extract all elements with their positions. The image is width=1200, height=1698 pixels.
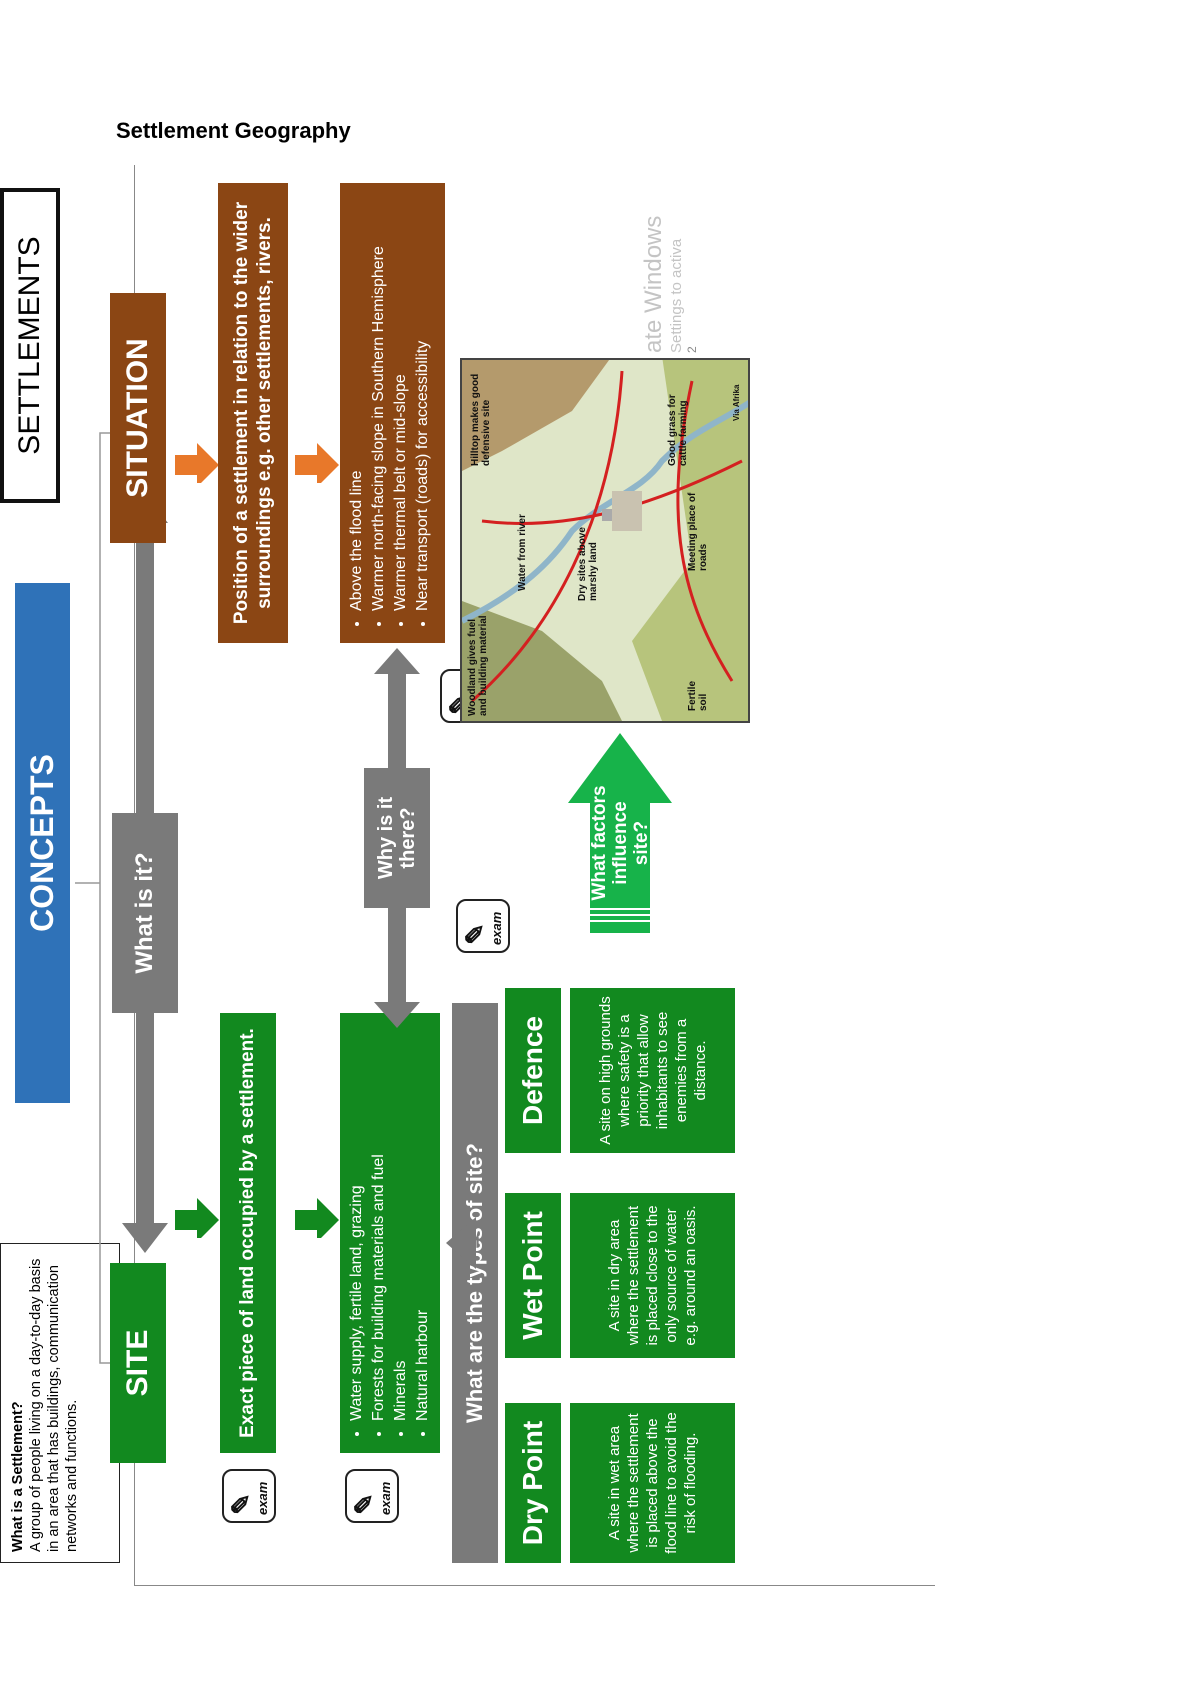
situation-factor: Warmer thermal belt or mid-slope bbox=[390, 193, 412, 611]
situation-arrow-2 bbox=[295, 443, 339, 483]
situation-label: SITUATION bbox=[121, 338, 154, 498]
watermark-line-2: Settings to activa bbox=[668, 238, 685, 353]
settlements-title-box: SETTLEMENTS bbox=[0, 188, 60, 503]
exam-word: exam bbox=[489, 911, 504, 945]
label-fertile: Fertile soil bbox=[687, 680, 709, 711]
site-factors-box: Water supply, fertile land, grazing Fore… bbox=[340, 1013, 440, 1453]
site-factor: Water supply, fertile land, grazing bbox=[346, 1023, 368, 1421]
wet-point-desc: A site in dry area where the settlement … bbox=[606, 1205, 699, 1346]
factors-arrow-label: What factors influence site? bbox=[588, 778, 652, 908]
label-hilltop: Hilltop makes good defensive site bbox=[470, 373, 492, 466]
windows-watermark: ate Windows Settings to activa 2 bbox=[640, 173, 699, 353]
site-definition: Exact piece of land occupied by a settle… bbox=[237, 1028, 258, 1438]
site-definition-box: Exact piece of land occupied by a settle… bbox=[220, 1013, 276, 1453]
site-factor: Natural harbour bbox=[412, 1023, 434, 1421]
exam-icon-site-factors: ✎ exam bbox=[345, 1469, 399, 1523]
defence-desc-box: A site on high grounds where safety is a… bbox=[570, 988, 735, 1153]
concepts-label: CONCEPTS bbox=[24, 754, 60, 932]
settlements-title: SETTLEMENTS bbox=[13, 236, 46, 455]
pencil-icon: ✎ bbox=[460, 923, 490, 945]
rotated-concept-map: What is a Settlement? A group of people … bbox=[0, 173, 780, 1573]
label-grass: Good grass for cattle farming bbox=[667, 394, 689, 466]
wet-point-title: Wet Point bbox=[517, 1211, 548, 1340]
label-credit: Via Afrika bbox=[732, 384, 741, 421]
situation-factor: Near transport (roads) for accessibility bbox=[412, 193, 434, 611]
situation-factors-list: Above the flood line Warmer north-facing… bbox=[346, 193, 434, 633]
factors-line-1: What factors bbox=[588, 785, 610, 901]
label-water: Water from river bbox=[517, 514, 528, 591]
wet-point-title-box: Wet Point bbox=[505, 1193, 561, 1358]
site-arrow-1 bbox=[175, 1198, 219, 1238]
situation-factor: Above the flood line bbox=[346, 193, 368, 611]
why-is-it-there-box: Why is it there? bbox=[364, 768, 430, 908]
situation-definition: Position of a settlement in relation to … bbox=[231, 201, 275, 625]
concepts-bar: CONCEPTS bbox=[15, 583, 70, 1103]
dry-point-title-box: Dry Point bbox=[505, 1403, 561, 1563]
dry-point-desc-box: A site in wet area where the settlement … bbox=[570, 1403, 735, 1563]
wet-point-desc-box: A site in dry area where the settlement … bbox=[570, 1193, 735, 1358]
site-label-box: SITE bbox=[110, 1263, 166, 1463]
types-of-site-label: What are the types of site? bbox=[462, 1143, 487, 1423]
landscape-drawing bbox=[462, 358, 750, 721]
factors-line-2: influence site? bbox=[609, 801, 652, 885]
situation-label-box: SITUATION bbox=[110, 293, 166, 543]
factors-arrow bbox=[568, 733, 672, 933]
watermark-line-3: 2 bbox=[685, 346, 699, 353]
watermark-line-1: ate Windows bbox=[640, 215, 667, 353]
site-factor: Forests for building materials and fuel bbox=[368, 1023, 390, 1421]
situation-factors-box: Above the flood line Warmer north-facing… bbox=[340, 183, 445, 643]
what-is-it-label: What is it? bbox=[131, 852, 158, 974]
site-label: SITE bbox=[121, 1329, 154, 1397]
dry-point-desc: A site in wet area where the settlement … bbox=[606, 1412, 699, 1554]
types-arrow-head bbox=[446, 1217, 476, 1269]
document-title: Settlement Geography bbox=[116, 118, 351, 143]
why-line-1: Why is it bbox=[375, 796, 397, 880]
exam-icon-types: ✎ exam bbox=[456, 899, 510, 953]
site-arrow-2 bbox=[295, 1198, 339, 1238]
what-is-it-box: What is it? bbox=[112, 813, 178, 1013]
situation-arrow-1 bbox=[175, 443, 219, 483]
settlement-illustration: Woodland gives fuel and building materia… bbox=[460, 358, 750, 723]
exam-word: exam bbox=[255, 1481, 270, 1515]
exam-word: exam bbox=[378, 1481, 393, 1515]
defence-desc: A site on high grounds where safety is a… bbox=[596, 996, 709, 1145]
types-of-site-bar: What are the types of site? bbox=[452, 1003, 498, 1563]
pencil-icon: ✎ bbox=[349, 1493, 379, 1515]
defence-title-box: Defence bbox=[505, 988, 561, 1153]
situation-factor: Warmer north-facing slope in Southern He… bbox=[368, 193, 390, 611]
situation-definition-box: Position of a settlement in relation to … bbox=[218, 183, 288, 643]
site-factors-list: Water supply, fertile land, grazing Fore… bbox=[346, 1023, 434, 1443]
label-dry-sites: Dry sites above marshy land bbox=[577, 527, 599, 601]
exam-icon-site-definition: ✎ exam bbox=[222, 1469, 276, 1523]
dry-point-title: Dry Point bbox=[517, 1420, 548, 1546]
definition-question: What is a Settlement? bbox=[10, 1401, 26, 1552]
why-line-2: there? bbox=[397, 807, 419, 869]
defence-title: Defence bbox=[517, 1016, 548, 1125]
label-woodland: Woodland gives fuel and building materia… bbox=[467, 615, 489, 716]
site-factor: Minerals bbox=[390, 1023, 412, 1421]
pencil-icon: ✎ bbox=[226, 1493, 256, 1515]
label-meeting: Meeting place of roads bbox=[687, 492, 709, 571]
